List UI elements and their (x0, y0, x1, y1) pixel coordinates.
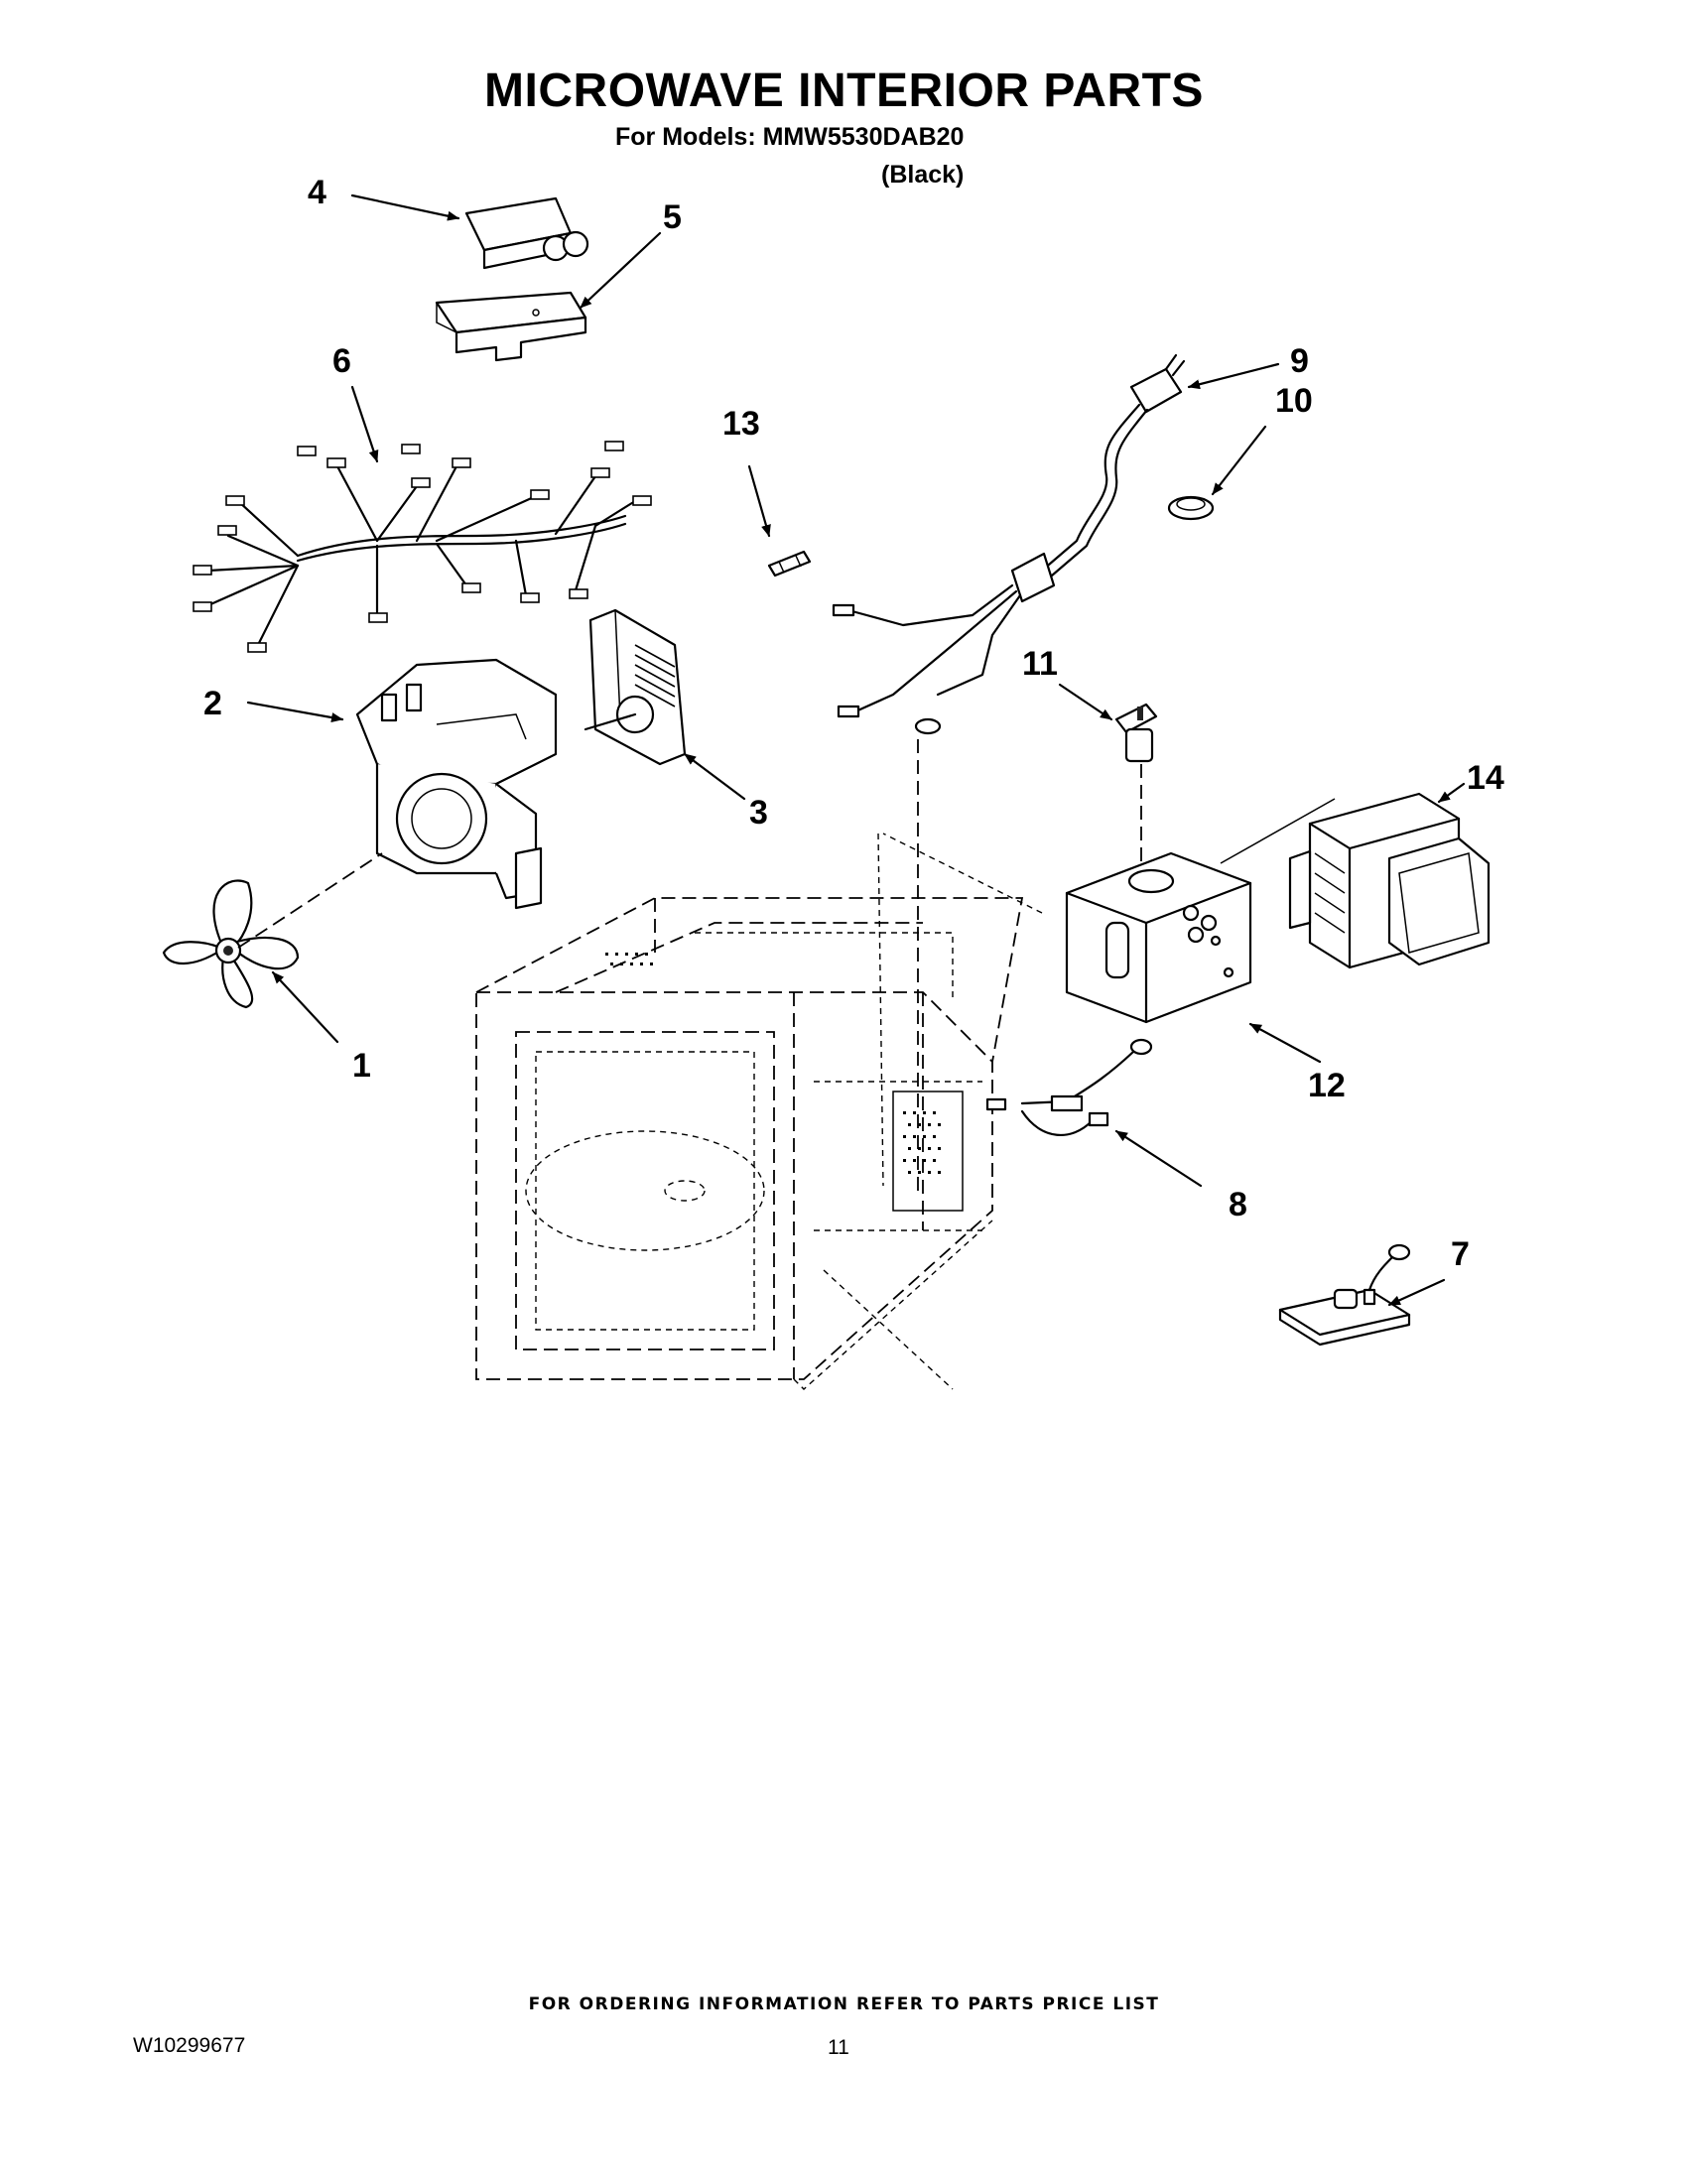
callout-4: 4 (308, 174, 326, 211)
document-number: W10299677 (133, 2034, 246, 2057)
part-12-magnetron (1065, 851, 1252, 1024)
callout-7: 7 (1451, 1235, 1470, 1273)
part-4-capacitor (464, 196, 589, 270)
callout-1: 1 (352, 1047, 371, 1085)
callout-14: 14 (1467, 759, 1504, 797)
ordering-note: FOR ORDERING INFORMATION REFER TO PARTS … (528, 1994, 1160, 2014)
callout-9: 9 (1290, 342, 1309, 380)
callout-8: 8 (1229, 1186, 1247, 1223)
models-line: For Models: MMW5530DAB20 (615, 123, 965, 151)
part-9-power-cord (832, 353, 1186, 735)
part-1-fan-blade (162, 879, 300, 1009)
page-title: MICROWAVE INTERIOR PARTS (484, 64, 1204, 117)
callout-10: 10 (1275, 382, 1313, 420)
part-8-ground-wire (985, 1038, 1153, 1136)
callout-3: 3 (749, 794, 768, 832)
part-5-bracket (435, 291, 587, 362)
callout-2: 2 (203, 685, 222, 722)
part-7-filter-board (1278, 1243, 1411, 1347)
part-14-transformer (1288, 792, 1491, 969)
callout-11: 11 (1022, 645, 1058, 683)
callout-numbers: 4 5 6 13 9 10 2 11 3 14 1 12 8 7 (203, 174, 1504, 1273)
part-3-fan-motor (584, 608, 687, 766)
part-2-fan-duct (355, 658, 558, 910)
cavity-vent-holes (605, 953, 941, 1174)
page-number: 11 (828, 2036, 849, 2059)
callout-12: 12 (1308, 1067, 1346, 1104)
color-variant: (Black) (881, 161, 965, 189)
callout-leader-lines (246, 193, 1466, 1307)
part-13-fuse (767, 550, 812, 578)
callout-5: 5 (663, 198, 682, 236)
part-6-wire-harness (193, 441, 652, 653)
part-11-diode (1114, 703, 1158, 763)
callout-13: 13 (722, 405, 760, 443)
callout-6: 6 (332, 342, 351, 380)
part-10-thermostat (1167, 495, 1215, 521)
microwave-cavity-outline (475, 897, 1024, 1390)
